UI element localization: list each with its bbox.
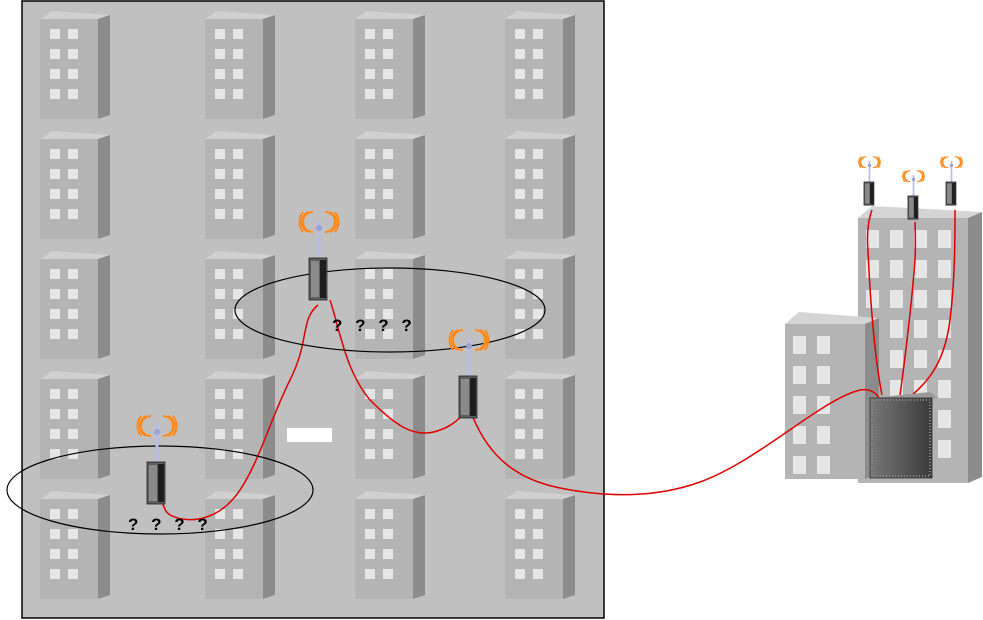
building — [355, 251, 425, 359]
building — [40, 11, 110, 119]
building — [505, 131, 575, 239]
building — [505, 371, 575, 479]
building — [355, 131, 425, 239]
radio-unit-icon — [458, 375, 478, 419]
radio-unit-icon — [863, 181, 875, 206]
upper-cluster-label: ? ? ? ? — [332, 316, 416, 335]
radio-unit-hq-1 — [858, 156, 881, 206]
lower-cluster-ellipse — [6, 445, 314, 535]
cable-upper-to-lower — [160, 304, 319, 521]
building — [355, 371, 425, 479]
signal-wave-icon — [940, 156, 963, 169]
building — [40, 371, 110, 479]
cable-server-to-antenna-1 — [866, 209, 883, 396]
radio-unit-middle — [448, 329, 490, 419]
signal-wave-icon — [858, 156, 881, 169]
building — [205, 11, 275, 119]
radio-unit-icon — [308, 257, 328, 301]
building — [40, 491, 110, 599]
cable-server-to-antenna-2 — [899, 221, 917, 396]
signal-wave-icon — [136, 415, 178, 437]
building — [205, 371, 275, 479]
radio-unit-hq-3 — [940, 156, 963, 206]
building — [355, 11, 425, 119]
cable-upper-to-mid — [329, 299, 469, 434]
radio-unit-upper — [298, 211, 340, 301]
lower-cluster-label: ? ? ? ? — [128, 515, 212, 534]
building — [205, 491, 275, 599]
radio-unit-icon — [907, 195, 919, 220]
signal-wave-icon — [448, 329, 490, 351]
signal-wave-icon — [298, 211, 340, 233]
radio-unit-hq-2 — [902, 170, 925, 220]
office-building — [785, 312, 879, 479]
building — [205, 131, 275, 239]
building — [505, 11, 575, 119]
blank-label — [287, 428, 332, 442]
radio-unit-icon — [945, 181, 957, 206]
radio-unit-lower — [136, 415, 178, 505]
building — [40, 251, 110, 359]
building — [505, 491, 575, 599]
server-rack-icon — [869, 392, 938, 479]
building — [355, 491, 425, 599]
building — [505, 251, 575, 359]
cable-mid-to-server — [471, 388, 881, 496]
cable-links — [160, 209, 956, 521]
signal-wave-icon — [902, 170, 925, 183]
building — [40, 131, 110, 239]
building-grid — [40, 11, 575, 599]
building — [205, 251, 275, 359]
radio-unit-icon — [146, 461, 166, 505]
cable-server-to-antenna-3 — [911, 209, 956, 396]
upper-cluster-ellipse — [234, 267, 546, 353]
